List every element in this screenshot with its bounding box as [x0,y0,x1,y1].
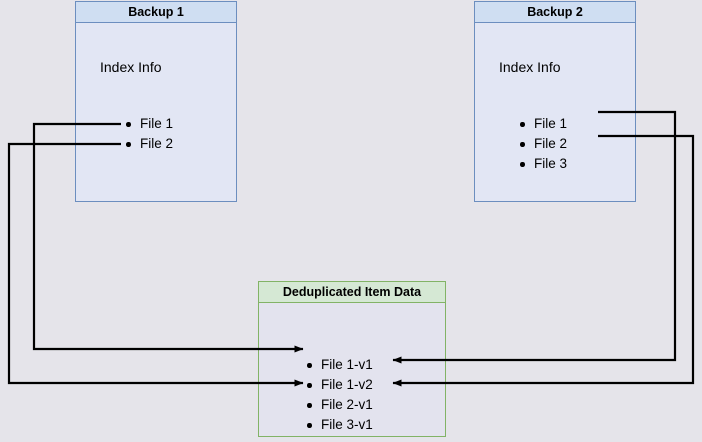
list-item: File 1-v1 [304,355,373,375]
node-backup-1-body: Index Info File 1 File 2 [75,23,237,202]
node-deduplicated-item-data-file-list: File 1-v1 File 1-v2 File 2-v1 File 3-v1 [304,355,373,435]
node-backup-1-title: Backup 1 [75,1,237,23]
list-item: File 1-v2 [304,375,373,395]
node-backup-1: Backup 1 Index Info File 1 File 2 [75,1,237,202]
node-deduplicated-item-data: Deduplicated Item Data File 1-v1 File 1-… [258,281,446,437]
node-backup-2: Backup 2 Index Info File 1 File 2 File 3 [474,1,636,202]
node-backup-2-title: Backup 2 [474,1,636,23]
list-item: File 2 [123,134,173,154]
node-backup-1-file-list: File 1 File 2 [123,114,173,154]
node-backup-1-subtitle: Index Info [100,59,162,75]
list-item: File 1 [123,114,173,134]
list-item: File 3-v1 [304,415,373,435]
node-backup-2-body: Index Info File 1 File 2 File 3 [474,23,636,202]
node-backup-2-subtitle: Index Info [499,59,561,75]
list-item: File 1 [517,114,567,134]
list-item: File 2-v1 [304,395,373,415]
node-backup-2-file-list: File 1 File 2 File 3 [517,114,567,174]
list-item: File 2 [517,134,567,154]
node-deduplicated-item-data-body: File 1-v1 File 1-v2 File 2-v1 File 3-v1 [258,303,446,437]
list-item: File 3 [517,154,567,174]
node-deduplicated-item-data-title: Deduplicated Item Data [258,281,446,303]
